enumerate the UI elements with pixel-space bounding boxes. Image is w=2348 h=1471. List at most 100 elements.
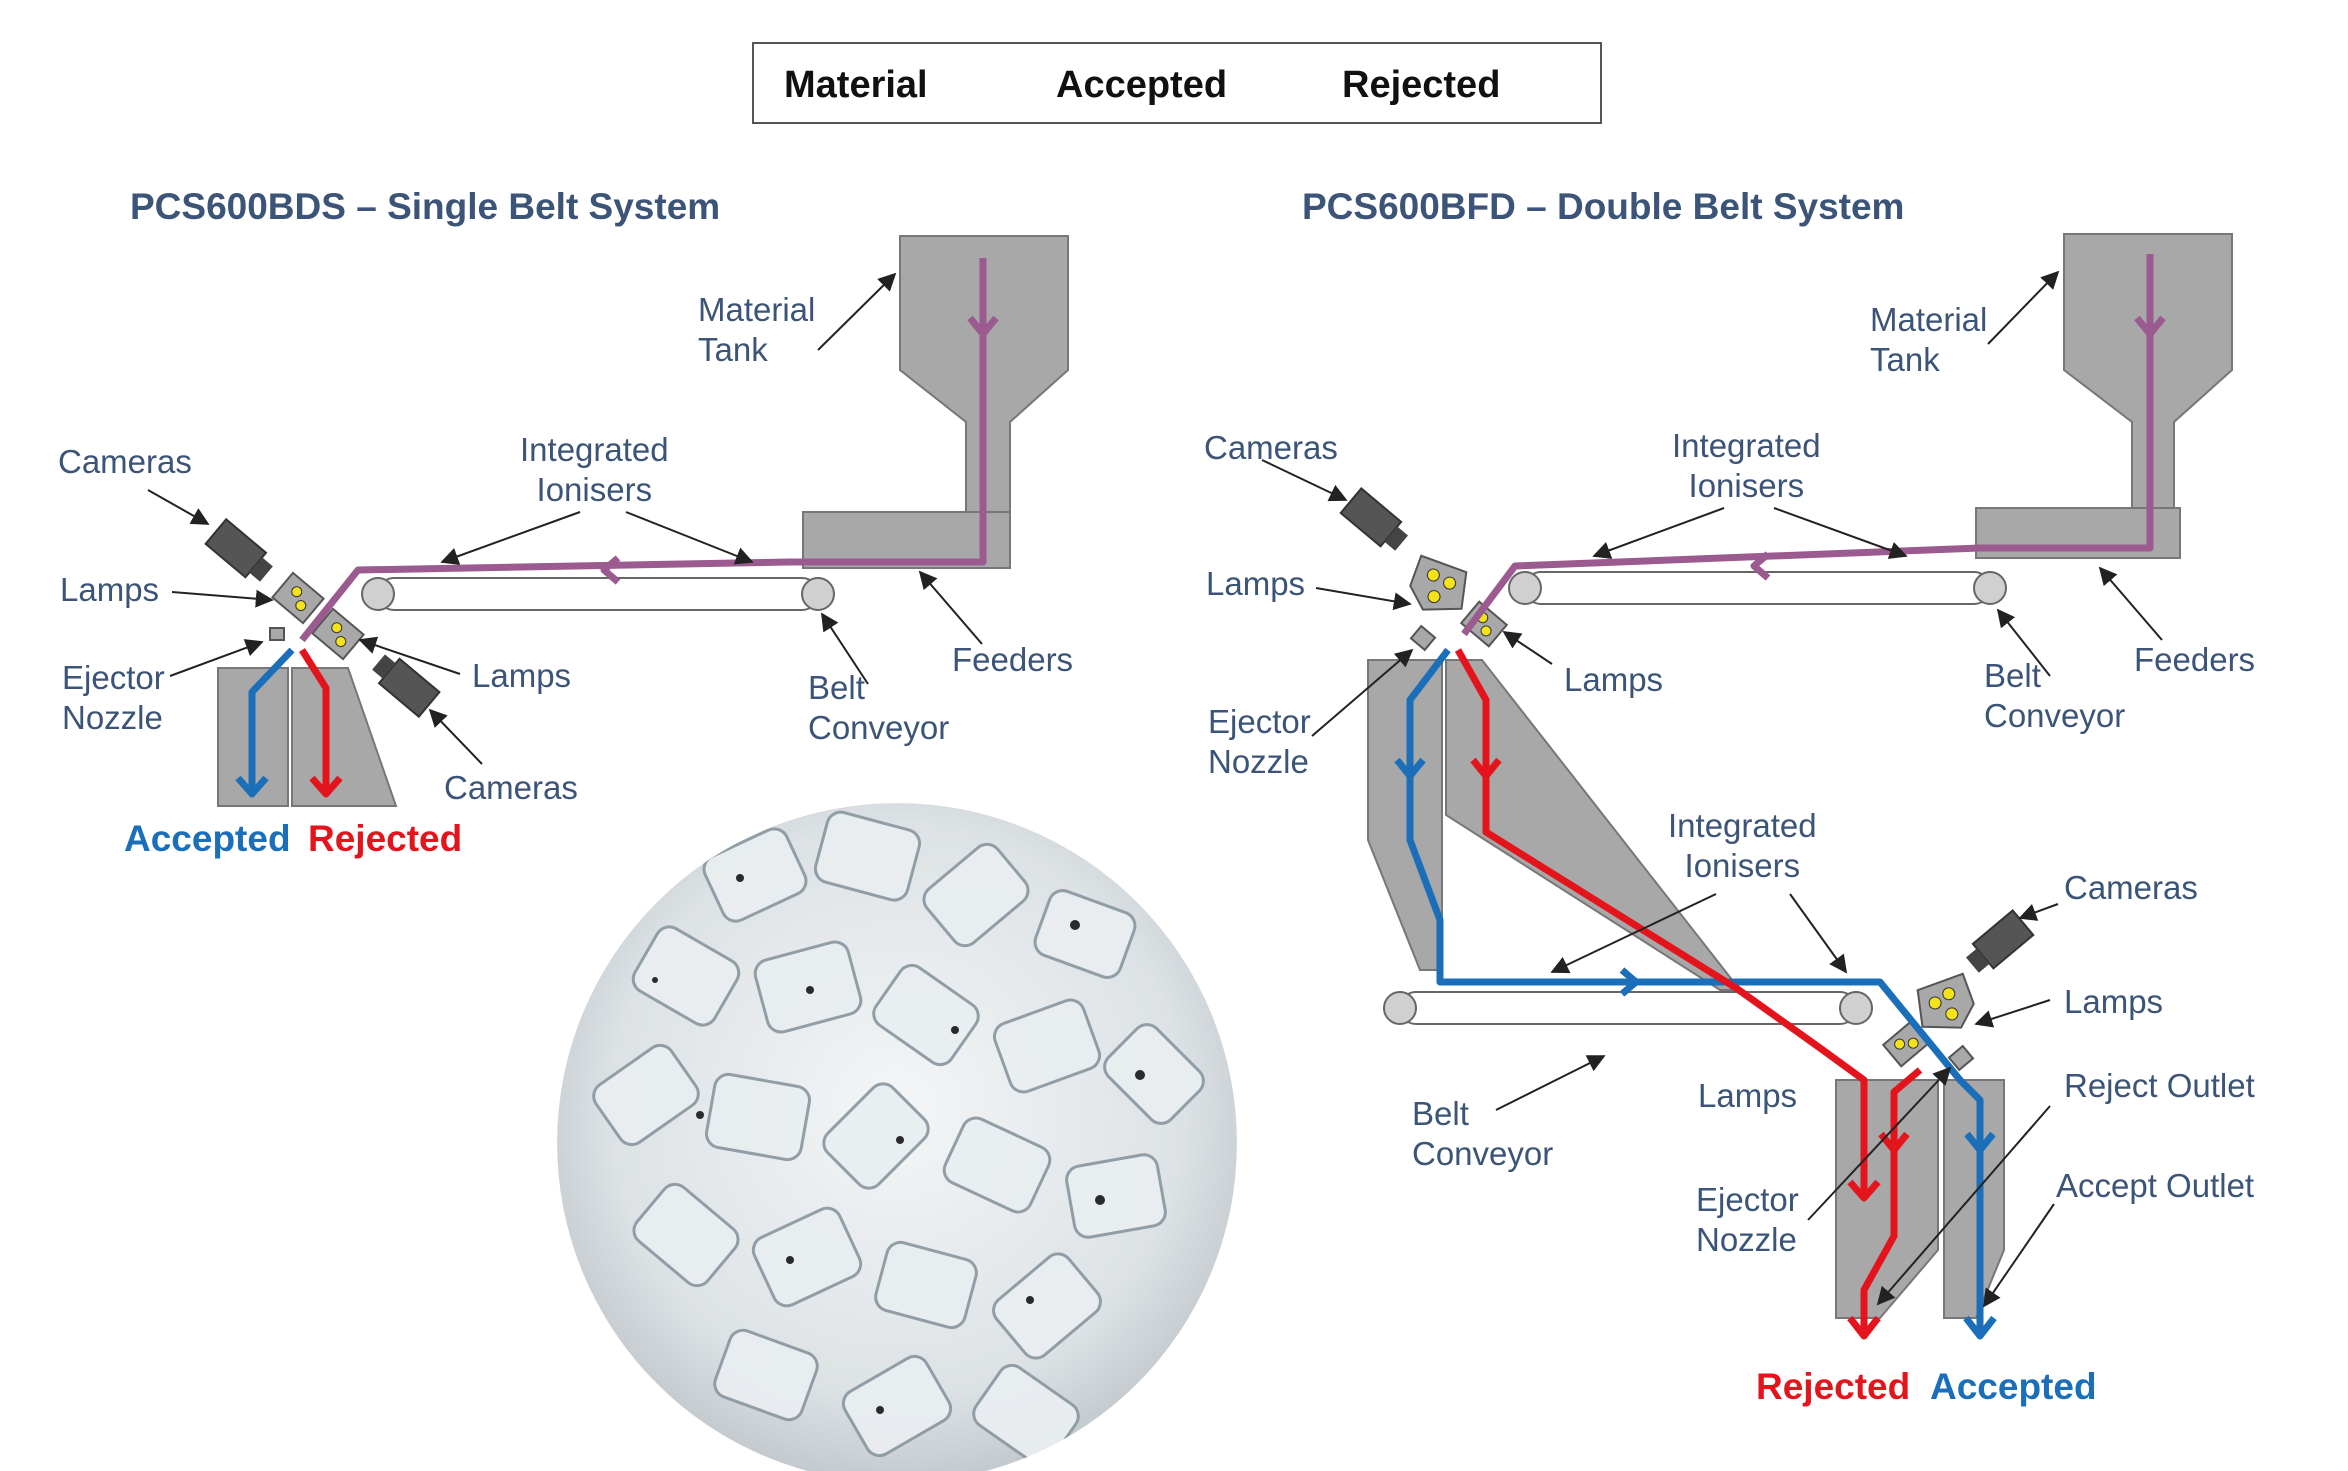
single-pointer-belt-conveyor: [821, 612, 869, 685]
double-rejected-flow-2: [1860, 1067, 1923, 1330]
legend-rejected-label: Rejected: [1342, 64, 1501, 106]
double-pointer-belt-bottom: [1495, 1055, 1606, 1111]
double-chute-right: [1445, 659, 1743, 991]
double-belt-roller-bottom-left: [1383, 991, 1417, 1025]
double-label-feeders: Feeders: [2134, 641, 2256, 678]
double-belt-roller-bottom-right: [1839, 991, 1873, 1025]
single-rejected-arrowhead: [309, 775, 343, 798]
legend-accepted-label: Accepted: [1056, 64, 1228, 106]
double-output-rejected: Rejected: [1756, 1366, 1911, 1407]
double-accepted-chevron-chute: [1394, 757, 1426, 780]
single-output-accepted: Accepted: [124, 818, 291, 859]
legend-material-label: Material: [784, 64, 928, 106]
double-pointers: [1261, 270, 2163, 1308]
single-system-title: PCS600BDS – Single Belt System: [130, 186, 721, 227]
double-belt-conveyor-top: [1524, 571, 1991, 605]
double-label-lamps-bottom-right: Lamps: [2064, 983, 2164, 1020]
double-label-belt-conveyor-top: Belt Conveyor: [1984, 657, 2126, 734]
double-pointer-cameras-bottom: [2018, 903, 2059, 921]
pellet-contaminants: [652, 874, 1145, 1414]
double-lamp-bottom-large: [1916, 972, 1975, 1029]
single-pointer-ejector: [169, 639, 264, 677]
legend: Material Accepted Rejected: [752, 42, 1602, 124]
single-label-lamps-top: Lamps: [60, 571, 160, 608]
single-label-feeders: Feeders: [952, 641, 1074, 678]
double-pointer-lamps-bottom-right: [1974, 999, 2051, 1028]
double-belt-conveyor-bottom: [1399, 991, 1857, 1025]
single-lamp-bottom: [310, 607, 366, 661]
double-chute-left: [1367, 659, 1443, 971]
single-ejector-nozzle-shape: [269, 627, 285, 641]
double-pointer-lamps-top-2: [1502, 631, 1553, 665]
double-camera-bottom: [1965, 909, 2035, 973]
double-label-ejector-nozzle-top: Ejector Nozzle: [1208, 703, 1311, 780]
single-lamp-top: [270, 571, 326, 625]
double-label-reject-outlet: Reject Outlet: [2064, 1067, 2255, 1104]
single-pointer-ionisers-right: [625, 511, 754, 565]
single-material-tank-chevron: [967, 315, 999, 338]
single-label-cameras-top: Cameras: [58, 443, 192, 480]
double-label-accept-outlet: Accept Outlet: [2056, 1167, 2255, 1204]
double-accepted-chevron-outlet: [1964, 1131, 1996, 1154]
single-belt-conveyor-shape: [377, 577, 819, 611]
double-output-accepted: Accepted: [1930, 1366, 2097, 1407]
double-pointer-feeders: [2098, 566, 2163, 641]
double-pointer-ionisers-bottom-right: [1789, 893, 1848, 974]
double-rejected-flow: [1454, 648, 1868, 1196]
double-label-cameras-top: Cameras: [1204, 429, 1338, 466]
single-pointer-lamps-bottom: [358, 636, 461, 675]
double-pointer-reject-outlet: [1876, 1105, 2051, 1306]
double-accepted-arrowhead: [1963, 1315, 1997, 1340]
single-pointers: [147, 272, 983, 765]
double-material-tank-chevron: [2134, 315, 2166, 338]
single-label-belt-conveyor: Belt Conveyor: [808, 669, 950, 746]
double-accept-outlet-shape: [1943, 1079, 2005, 1319]
double-label-lamps-bottom-left: Lamps: [1698, 1077, 1798, 1114]
single-pointer-material-tank: [817, 272, 897, 351]
double-lamp-top-large: [1409, 554, 1468, 611]
double-pointer-ejector-top: [1311, 648, 1414, 737]
single-accepted-arrowhead: [235, 775, 269, 798]
single-label-integrated-ionisers: Integrated Ionisers: [520, 431, 669, 508]
double-belt-machine: [1339, 233, 2233, 1319]
double-lamp-top-small: [1459, 600, 1509, 648]
single-label-cameras-bottom: Cameras: [444, 769, 578, 806]
single-pointer-feeders: [918, 570, 983, 645]
single-label-ejector-nozzle: Ejector Nozzle: [62, 659, 165, 736]
double-pointer-ionisers-bottom-left: [1550, 893, 1717, 974]
double-accepted-flow: [1406, 647, 1984, 1330]
double-pointer-cameras-top: [1261, 459, 1348, 502]
double-label-ejector-nozzle-bottom: Ejector Nozzle: [1696, 1181, 1799, 1258]
double-label-belt-conveyor-bottom: Belt Conveyor: [1412, 1095, 1554, 1172]
single-camera-bottom: [372, 654, 441, 719]
single-rejected-flow: [299, 648, 330, 790]
single-material-belt-chevron: [600, 555, 621, 585]
double-pointer-material-tank: [1987, 270, 2060, 345]
double-rejected-arrowhead-mid: [1847, 1179, 1881, 1202]
double-belt-roller-top-right: [1973, 571, 2007, 605]
double-pointer-belt-top: [1996, 608, 2051, 677]
pellet-cluster: [592, 810, 1205, 1467]
double-label-lamps-top: Lamps: [1206, 565, 1306, 602]
single-belt-roller-left: [361, 577, 395, 611]
double-rejected-chevron-outlet: [1878, 1131, 1910, 1154]
single-label-material-tank: Material Tank: [698, 291, 816, 368]
single-material-flow: [299, 258, 987, 643]
double-rejected-chevron-chute: [1470, 757, 1502, 780]
double-pointer-ionisers-top-right: [1773, 507, 1908, 559]
double-accepted-chevron-belt: [1619, 967, 1640, 997]
double-reject-outlet-shape: [1835, 1079, 1939, 1319]
double-ejector-bottom-shape: [1947, 1044, 1975, 1072]
double-rejected-arrowhead: [1847, 1315, 1881, 1340]
single-pointer-ionisers-left: [440, 511, 581, 565]
single-chute-right: [291, 667, 398, 807]
single-camera-top: [204, 517, 273, 582]
double-pointer-ejector-bottom: [1807, 1066, 1952, 1221]
single-pointer-cameras-top: [147, 489, 210, 525]
double-label-integrated-ionisers-bottom: Integrated Ionisers: [1668, 807, 1817, 884]
double-label-cameras-bottom: Cameras: [2064, 869, 2198, 906]
double-material-belt-chevron: [1750, 551, 1771, 581]
single-flows: [235, 258, 999, 798]
single-pointer-lamps-top: [171, 589, 274, 608]
